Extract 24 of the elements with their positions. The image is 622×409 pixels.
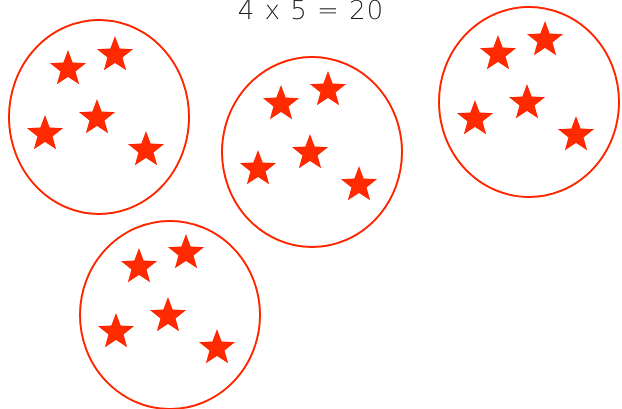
group-circle [438, 6, 620, 198]
star-icon [26, 113, 64, 151]
star-icon [456, 98, 494, 136]
star-icon [97, 311, 135, 349]
equation-title: 4 x 5 = 20 [236, 0, 386, 26]
star-icon [120, 246, 158, 284]
star-icon [78, 97, 116, 135]
star-icon [508, 82, 546, 120]
star-icon [526, 19, 564, 57]
star-icon [96, 34, 134, 72]
group-circle [8, 19, 190, 215]
star-icon [239, 148, 277, 186]
star-icon [127, 129, 165, 167]
star-icon [309, 69, 347, 107]
star-icon [262, 83, 300, 121]
star-icon [557, 114, 595, 152]
star-icon [291, 132, 329, 170]
group-circle [221, 56, 403, 248]
star-icon [198, 327, 236, 365]
star-icon [479, 33, 517, 71]
star-icon [49, 48, 87, 86]
star-icon [167, 232, 205, 270]
star-icon [149, 295, 187, 333]
star-icon [340, 164, 378, 202]
